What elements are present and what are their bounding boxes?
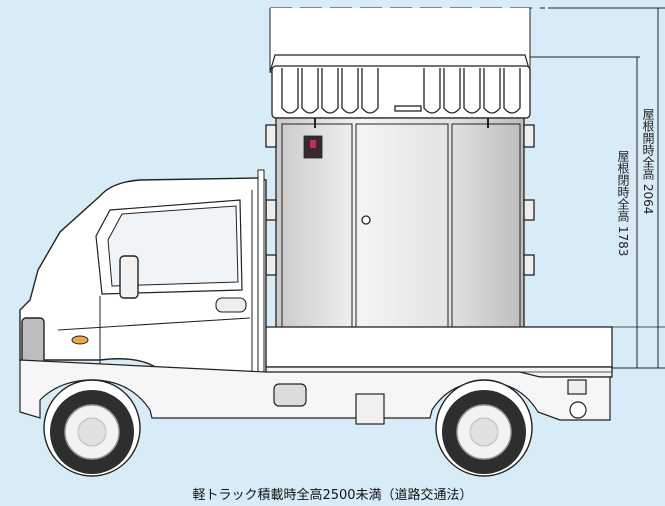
- front-wheel: [43, 379, 141, 477]
- roof-open-height-label: 屋根開時全高 2064: [641, 108, 655, 215]
- booth-body: [265, 117, 535, 367]
- rear-wheel: [435, 379, 533, 477]
- height-caption: 軽トラック積載時全高2500未満（道路交通法）: [192, 488, 473, 503]
- open-roof: [269, 8, 531, 73]
- truck-cab: [19, 169, 267, 401]
- brand-logo: [303, 135, 323, 159]
- roof-skirt: [271, 65, 531, 119]
- truck-bed: [261, 326, 613, 378]
- roof-closed-height-label: 屋根閉時全高 1783: [616, 150, 630, 257]
- chassis: [19, 359, 611, 425]
